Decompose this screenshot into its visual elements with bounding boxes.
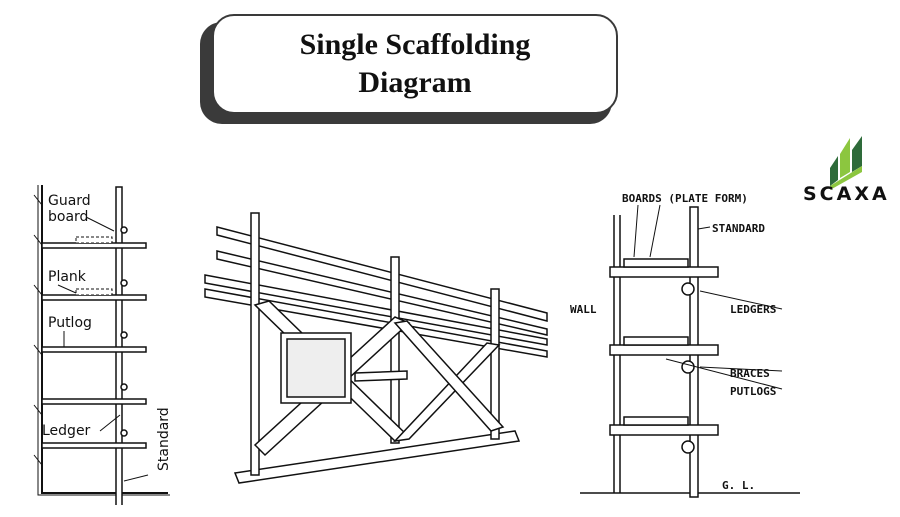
brand-name: SCAXA — [803, 183, 890, 205]
label-ledger: Ledger — [42, 423, 91, 439]
label-guard: Guard — [48, 193, 91, 209]
isometric-scaffold-diagram — [204, 212, 548, 484]
label-ledgers: LEDGERS — [730, 303, 776, 316]
label-board: board — [48, 209, 88, 225]
label-plank: Plank — [48, 269, 87, 285]
left-scaffold-diagram: Guard board Plank Putlog Ledger Standard — [33, 185, 172, 505]
label-putlogs: PUTLOGS — [730, 385, 776, 398]
label-putlog: Putlog — [48, 315, 92, 331]
label-gl: G. L. — [722, 479, 755, 492]
label-standard: Standard — [156, 407, 172, 471]
label-braces: BRACES — [730, 367, 770, 380]
label-wall: WALL — [570, 303, 597, 316]
label-boards: BOARDS (PLATE FORM) — [622, 192, 748, 205]
scaxa-logo-icon — [830, 136, 862, 190]
title-line-1: Single Scaffolding — [299, 28, 531, 61]
label-standard-r: STANDARD — [712, 222, 765, 235]
right-scaffold-diagram: BOARDS (PLATE FORM) STANDARD WALL LEDGER… — [570, 192, 800, 498]
title-line-2: Diagram — [358, 66, 472, 99]
title-box: Single Scaffolding Diagram — [212, 14, 618, 114]
